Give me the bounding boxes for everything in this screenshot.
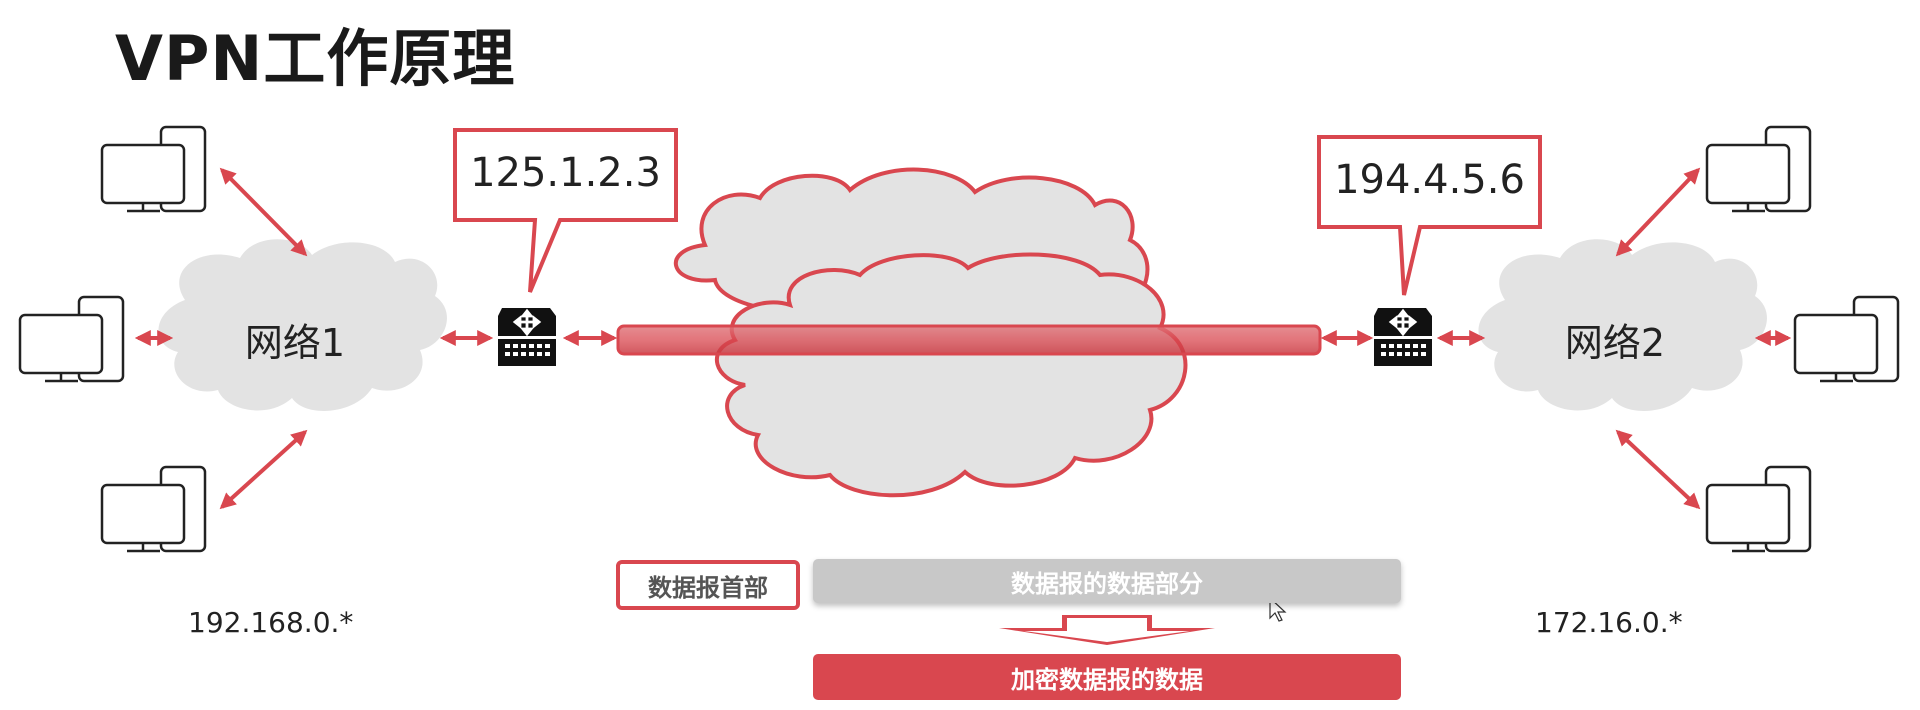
- computer-icon: [18, 295, 125, 383]
- encrypt-down-arrow-inner: [1024, 618, 1190, 642]
- right-subnet-label: 172.16.0.*: [1535, 606, 1683, 639]
- left-router-icon: [496, 306, 558, 368]
- right-router-ip: 194.4.5.6: [1334, 157, 1525, 203]
- network2-cloud: [1478, 239, 1767, 411]
- datagram-payload-bar: 数据报的数据部分: [813, 559, 1401, 603]
- left-ip-callout: [453, 128, 678, 293]
- network2-label: 网络2: [1564, 321, 1666, 365]
- computer-icon: [1705, 465, 1812, 553]
- left-subnet-label: 192.168.0.*: [188, 606, 354, 639]
- vpn-tunnel: [616, 324, 1322, 356]
- right-router-icon: [1372, 306, 1434, 368]
- datagram-header-box: 数据报首部: [616, 560, 800, 610]
- computer-icon: [1793, 295, 1900, 383]
- connection-arrows: [134, 167, 1792, 510]
- network1-label: 网络1: [244, 321, 346, 365]
- computer-icon: [100, 465, 207, 553]
- computer-icon: [100, 125, 207, 213]
- computer-icon: [1705, 125, 1812, 213]
- left-router-ip: 125.1.2.3: [470, 150, 661, 196]
- right-ip-callout: [1317, 135, 1542, 296]
- cursor-icon: [1269, 596, 1287, 622]
- encrypted-data-bar: 加密数据报的数据: [813, 654, 1401, 700]
- network1-cloud: [158, 239, 447, 411]
- page-title: VPN工作原理: [115, 22, 516, 95]
